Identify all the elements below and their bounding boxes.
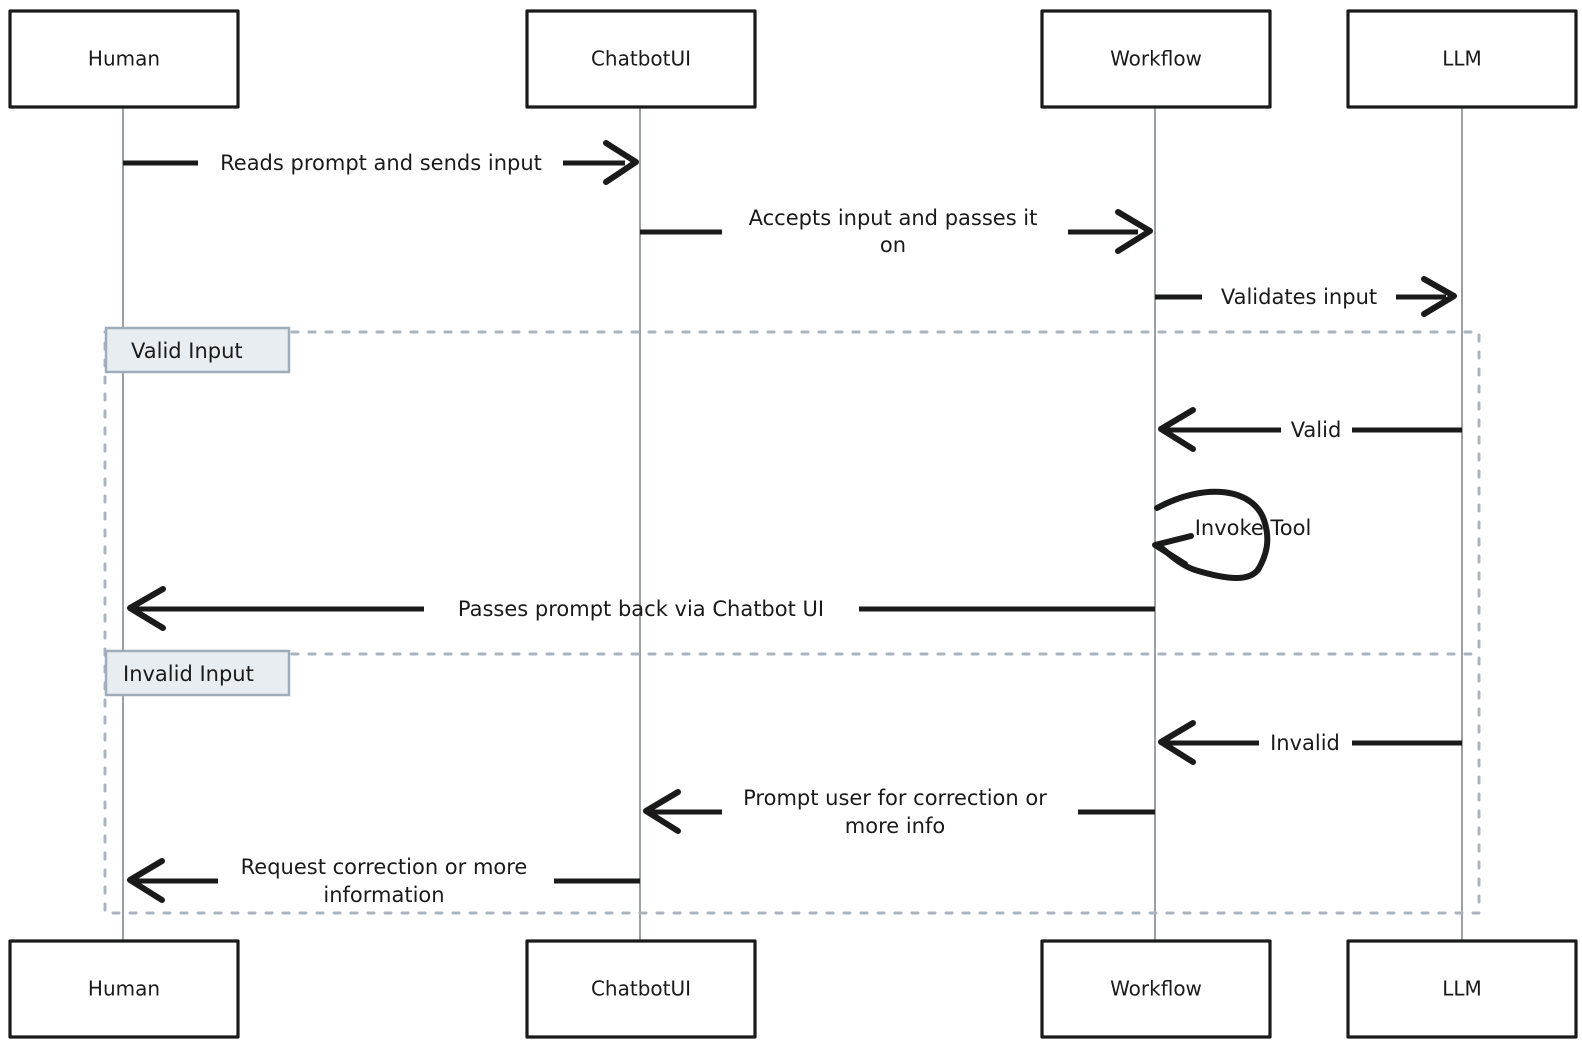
actor-llm-top[interactable]: LLM: [1346, 9, 1578, 109]
message-accepts-input-and-passes-it-on[interactable]: Accepts input and passes it on: [640, 206, 1153, 257]
alt-tag-invalid-input[interactable]: Invalid Input: [104, 649, 291, 697]
actor-human-bottom[interactable]: Human: [8, 939, 240, 1039]
actor-llm-top-label: LLM: [1442, 47, 1482, 71]
message-label-line-1: Invoke Tool: [1195, 516, 1312, 540]
actor-chatbotui-top-box: [525, 9, 757, 109]
actor-chatbotui-bottom-label: ChatbotUI: [591, 977, 691, 1001]
actor-chatbotui-top-label: ChatbotUI: [591, 47, 691, 71]
message-valid[interactable]: Valid: [1158, 407, 1462, 452]
actor-llm-bottom-label: LLM: [1442, 977, 1482, 1001]
arrowhead-left-icon: [1158, 720, 1196, 765]
lifelines: [122, 107, 1463, 946]
message-label-line-2: more info: [845, 814, 945, 838]
message-label-line-2: on: [880, 233, 906, 257]
actor-human-top-box: [8, 9, 240, 109]
alt-frame-outer: [103, 330, 1481, 915]
actor-llm-bottom-box: [1346, 939, 1578, 1039]
actor-llm-bottom[interactable]: LLM: [1346, 939, 1578, 1039]
arrowhead-right-icon: [1115, 209, 1153, 254]
message-label-line-1: Accepts input and passes it: [749, 206, 1038, 230]
arrowhead-left-icon: [127, 858, 165, 903]
message-label-line-1: Passes prompt back via Chatbot UI: [458, 597, 824, 621]
message-prompt-user-for-correction-or-more-info[interactable]: Prompt user for correction or more info: [643, 786, 1155, 838]
self-loop-upper-path: [1154, 488, 1271, 573]
message-label-line-1: Invalid: [1270, 731, 1340, 755]
actor-workflow-bottom-label: Workflow: [1110, 977, 1202, 1001]
message-label-line-1: Request correction or more: [241, 855, 528, 879]
actor-human-top[interactable]: Human: [8, 9, 240, 109]
actor-workflow-top-box: [1040, 9, 1272, 109]
actor-workflow-bottom-box: [1040, 939, 1272, 1039]
actor-workflow-top-label: Workflow: [1110, 47, 1202, 71]
arrowhead-left-icon: [127, 586, 166, 631]
actor-chatbotui-bottom[interactable]: ChatbotUI: [525, 939, 757, 1039]
arrowhead-right-icon: [1421, 276, 1457, 317]
message-label-line-2: information: [323, 883, 444, 907]
actor-human-bottom-label: Human: [88, 977, 160, 1001]
message-label-line-1: Reads prompt and sends input: [220, 151, 542, 175]
message-request-correction-or-more-information[interactable]: Request correction or more information: [127, 855, 640, 907]
actor-workflow-bottom[interactable]: Workflow: [1040, 939, 1272, 1039]
message-label-line-1: Prompt user for correction or: [743, 786, 1047, 810]
alt-frames: [103, 330, 1481, 915]
message-invoke-tool[interactable]: Invoke Tool: [1152, 488, 1312, 581]
message-validates-input[interactable]: Validates input: [1155, 276, 1457, 317]
alt-tag-invalid-input-box: [104, 649, 291, 697]
actor-chatbotui-bottom-box: [525, 939, 757, 1039]
self-loop-lower-path: [1155, 542, 1262, 581]
arrowhead-left-icon: [1158, 407, 1196, 452]
message-reads-prompt-and-sends-input[interactable]: Reads prompt and sends input: [123, 140, 639, 185]
actor-human-top-label: Human: [88, 47, 160, 71]
actor-workflow-top[interactable]: Workflow: [1040, 9, 1272, 109]
arrowhead-left-icon: [1152, 533, 1194, 567]
message-label-line-1: Validates input: [1221, 285, 1377, 309]
message-invalid[interactable]: Invalid: [1158, 720, 1462, 765]
actor-chatbotui-top[interactable]: ChatbotUI: [525, 9, 757, 109]
alt-tag-valid-input-label: Valid Input: [131, 339, 243, 363]
alt-tag-valid-input[interactable]: Valid Input: [104, 326, 291, 374]
alt-tag-invalid-input-label: Invalid Input: [123, 662, 254, 686]
message-label-line-1: Valid: [1291, 418, 1342, 442]
message-passes-prompt-back-via-chatbot-ui[interactable]: Passes prompt back via Chatbot UI: [127, 586, 1155, 631]
actor-llm-top-box: [1346, 9, 1578, 109]
arrowhead-right-icon: [603, 140, 639, 185]
alt-tag-valid-input-box: [104, 326, 291, 374]
actor-human-bottom-box: [8, 939, 240, 1039]
arrowhead-left-icon: [643, 789, 681, 834]
